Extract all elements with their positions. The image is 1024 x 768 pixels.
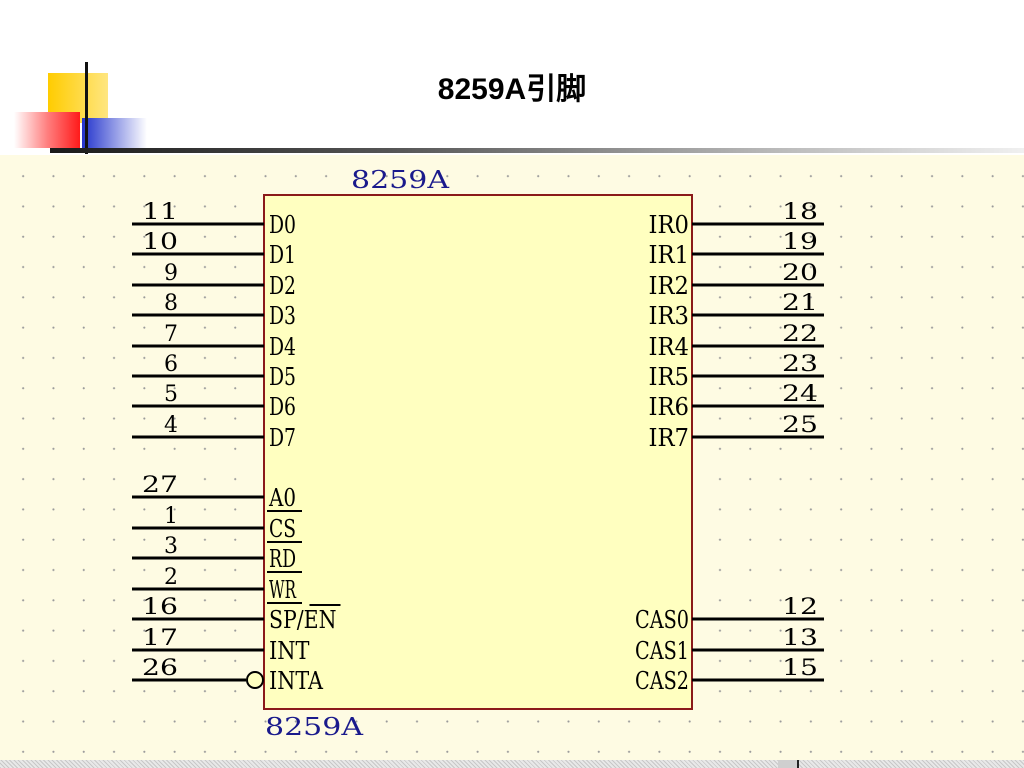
pin-number-ir3: 21 xyxy=(782,291,818,316)
pin-label-d7: D7 xyxy=(269,424,296,452)
pin-label-d2: D2 xyxy=(269,272,296,300)
pin-label-d4: D4 xyxy=(269,333,296,361)
pin-label-ir1: IR1 xyxy=(649,241,690,269)
footer-marker xyxy=(778,760,798,768)
pin-number-cs: 1 xyxy=(164,504,178,529)
page-title: 8259A引脚 xyxy=(437,73,587,106)
pin-label-inta: INTA xyxy=(269,667,324,695)
pin-label-ir6: IR6 xyxy=(649,393,690,421)
pin-label-d5: D5 xyxy=(269,363,296,391)
pin-label-rd: RD xyxy=(269,545,296,573)
pin-label-sp-en: SP/EN xyxy=(269,606,337,634)
pin-number-a0: 27 xyxy=(142,473,178,498)
pin-label-ir0: IR0 xyxy=(649,211,690,239)
pin-number-d1: 10 xyxy=(142,230,178,255)
pin-label-wr: WR xyxy=(269,576,297,604)
pin-number-ir5: 23 xyxy=(782,352,818,377)
pin-number-ir0: 18 xyxy=(782,200,818,225)
chip-bottom-label: 8259A xyxy=(265,713,364,741)
pin-label-ir4: IR4 xyxy=(649,333,690,361)
slide-logo-decoration xyxy=(14,62,147,154)
pin-number-cas2: 15 xyxy=(782,656,818,681)
pin-label-cs: CS xyxy=(269,515,296,543)
pin-number-ir7: 25 xyxy=(782,413,818,438)
pin-number-d7: 4 xyxy=(164,413,178,438)
pin-number-sp-en: 16 xyxy=(142,595,178,620)
inverter-bubble-inta xyxy=(246,671,264,689)
pin-number-inta: 26 xyxy=(142,656,178,681)
pin-label-d3: D3 xyxy=(269,302,296,330)
pin-label-d0: D0 xyxy=(269,211,296,239)
footer-strip xyxy=(0,760,1024,768)
pin-number-ir1: 19 xyxy=(782,230,818,255)
pin-label-d6: D6 xyxy=(269,393,296,421)
pin-number-cas0: 12 xyxy=(782,595,818,620)
pin-label-ir7: IR7 xyxy=(649,424,690,452)
pin-label-cas2: CAS2 xyxy=(635,667,689,695)
pin-label-cas1: CAS1 xyxy=(635,637,689,665)
pin-number-ir2: 20 xyxy=(782,261,818,286)
pin-number-d0: 11 xyxy=(142,200,178,225)
pin-label-a0: A0 xyxy=(268,484,296,512)
pin-number-ir4: 22 xyxy=(782,322,818,347)
pin-number-wr: 2 xyxy=(164,565,178,590)
pin-number-d4: 7 xyxy=(164,322,178,347)
pin-label-ir5: IR5 xyxy=(649,363,690,391)
pin-number-d5: 6 xyxy=(164,352,178,377)
pin-label-ir3: IR3 xyxy=(649,302,690,330)
right-pins: 18 IR0 19 IR1 20 IR2 21 IR3 22 IR4 23 IR5 24 IR6 25 IR7… xyxy=(635,200,824,695)
pin-label-d1: D1 xyxy=(269,241,296,269)
pinout-diagram: 8259A 8259A 11 D0 10 D1 9 D2 8 D3 7 D4 6 D5 5 D6 4 D7 27… xyxy=(132,166,824,741)
pin-label-int: INT xyxy=(269,637,310,665)
pin-number-int: 17 xyxy=(142,626,178,651)
chip-body xyxy=(263,194,693,710)
pin-number-cas1: 13 xyxy=(782,626,818,651)
pin-number-d6: 5 xyxy=(164,382,178,407)
header-divider xyxy=(50,148,1024,153)
slide-header: 8259A引脚 xyxy=(0,0,1024,155)
chip-top-label: 8259A xyxy=(351,166,450,194)
pin-label-cas0: CAS0 xyxy=(635,606,689,634)
pin-number-rd: 3 xyxy=(164,534,178,559)
pin-number-ir6: 24 xyxy=(782,382,818,407)
left-pins: 11 D0 10 D1 9 D2 8 D3 7 D4 6 D5 5 D6 4 D7 27 A0 1 CS 3 RD 2 WR 1… xyxy=(132,200,341,695)
pin-label-ir2: IR2 xyxy=(649,272,690,300)
schematic-canvas: 8259A 8259A 11 D0 10 D1 9 D2 8 D3 7 D4 6 D5 5 D6 4 D7 27… xyxy=(0,155,1024,760)
pin-number-d3: 8 xyxy=(164,291,178,316)
footer-tick xyxy=(797,760,799,768)
pin-number-d2: 9 xyxy=(164,261,178,286)
